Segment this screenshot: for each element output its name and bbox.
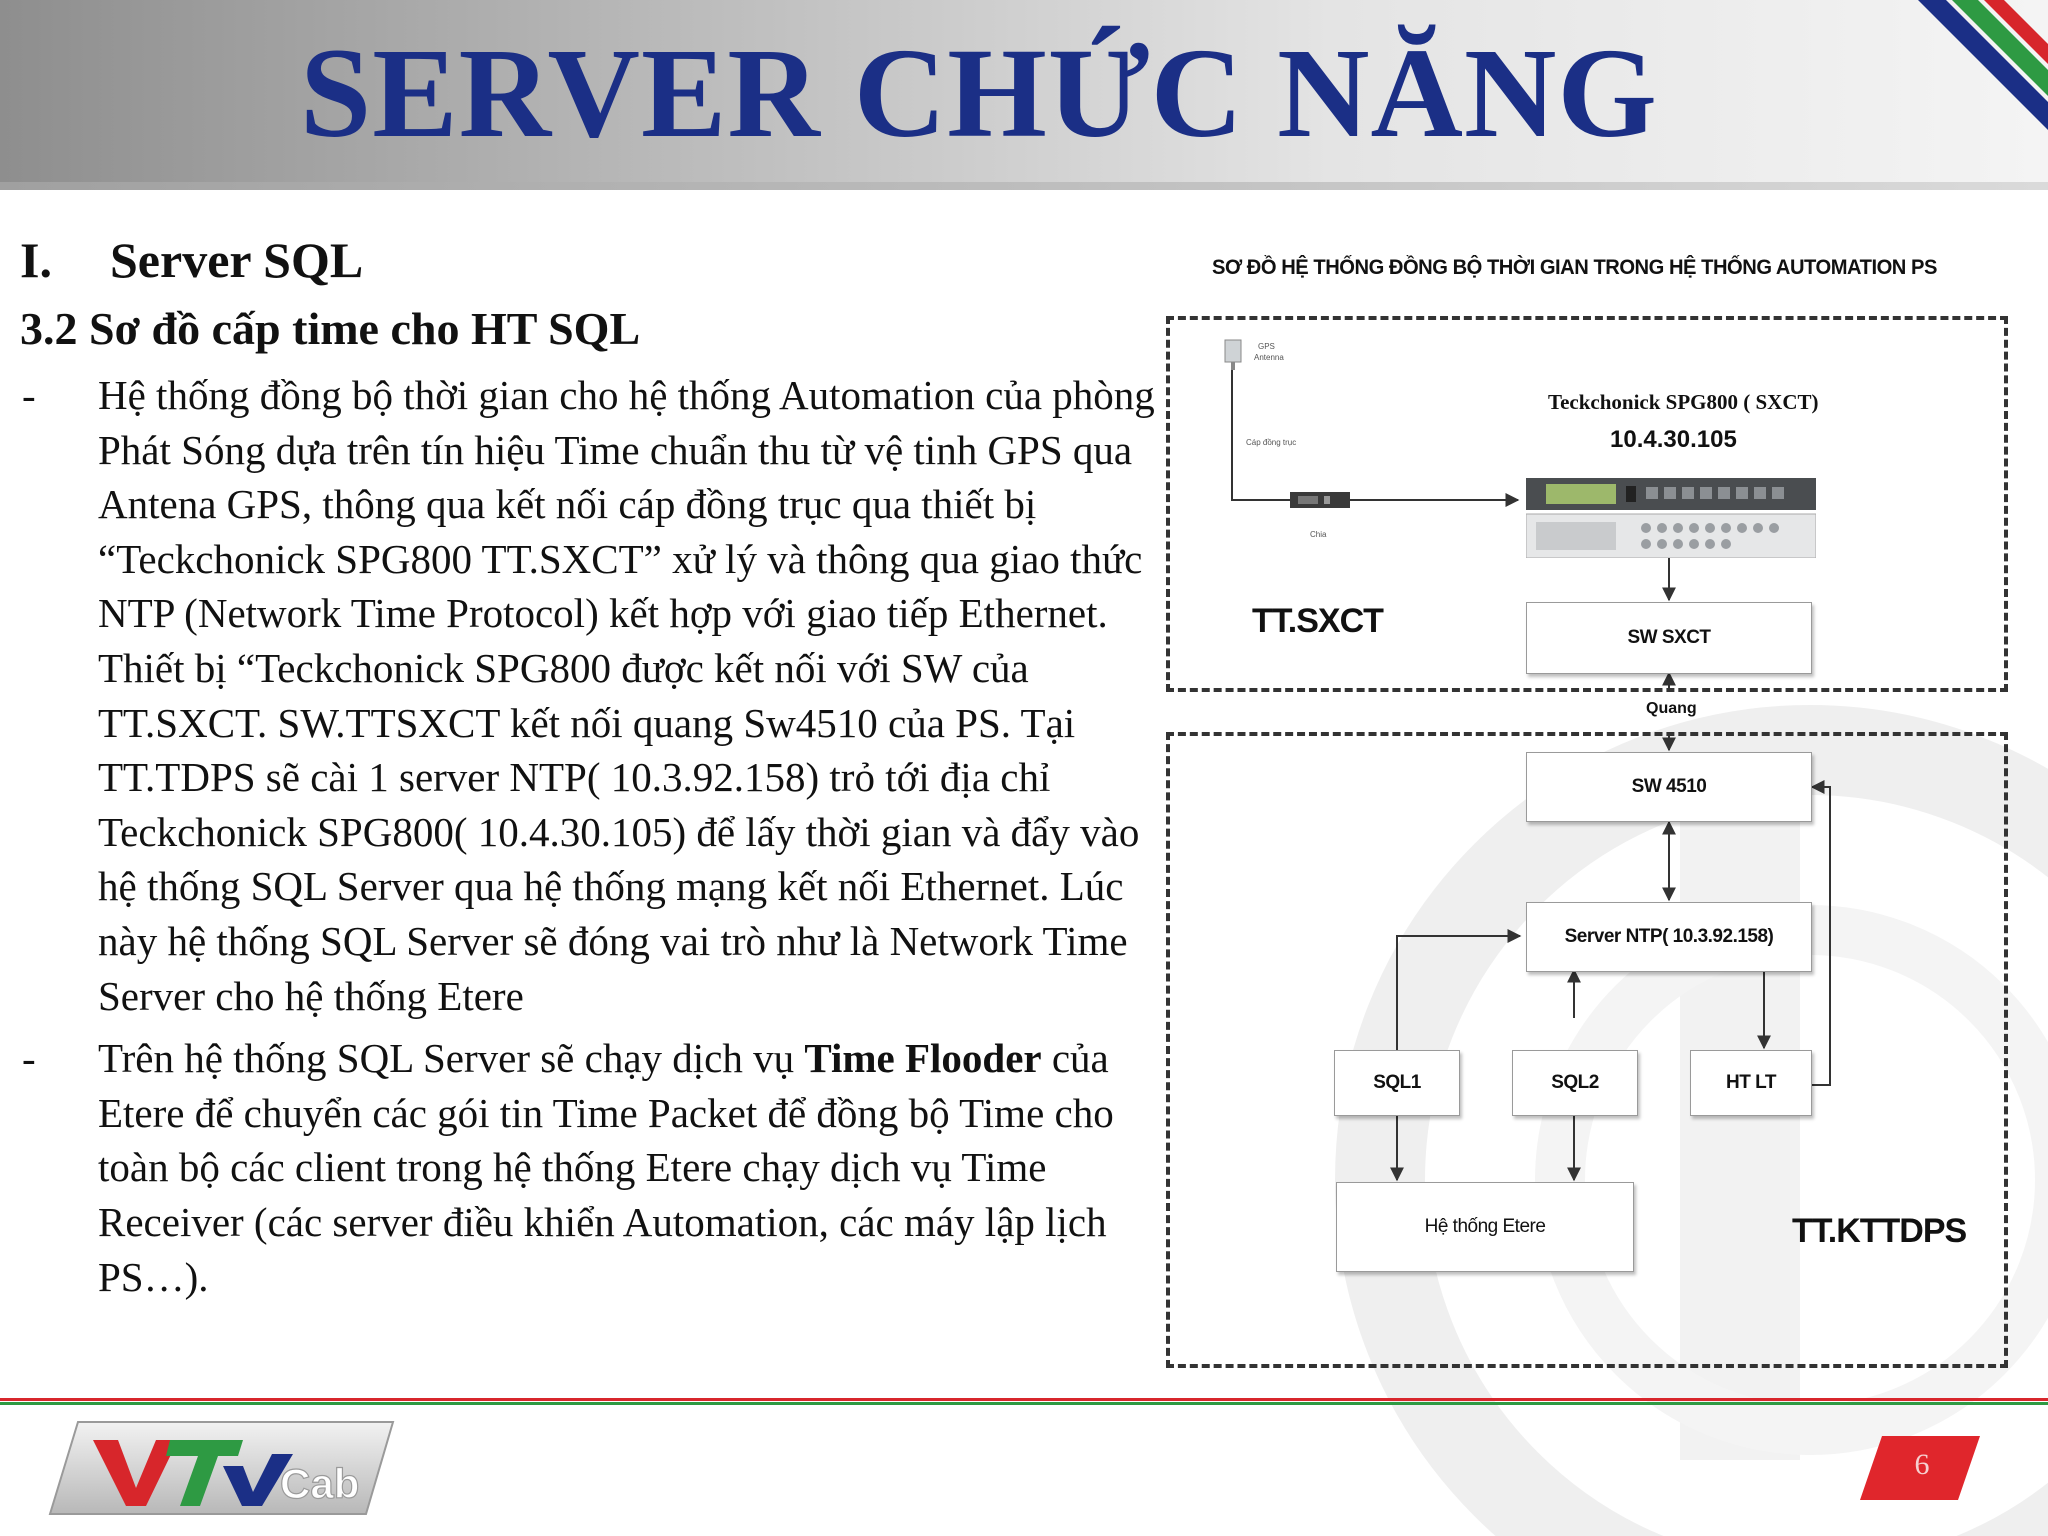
- zone-label-sxct: TT.SXCT: [1252, 602, 1384, 640]
- bullet-paragraph-2: - Trên hệ thống SQL Server sẽ chạy dịch …: [20, 1031, 1155, 1304]
- device-ip: 10.4.30.105: [1610, 426, 1737, 453]
- footer-divider: [0, 1398, 2048, 1405]
- logo-text: Cab: [280, 1460, 359, 1507]
- box-ht-lt: HT LT: [1690, 1050, 1812, 1116]
- section-heading: I. Server SQL: [20, 228, 1155, 292]
- spg800-device-icon: [1526, 478, 1816, 558]
- page-number-badge: [1860, 1436, 1980, 1500]
- zone-label-kttdps: TT.KTTDPS: [1792, 1212, 1967, 1250]
- cable-label: Cáp đồng trục: [1246, 438, 1297, 447]
- corner-stripes-decoration: [1918, 0, 2048, 130]
- gps-label: GPS: [1258, 342, 1275, 351]
- zone-kttdps: [1166, 732, 2008, 1368]
- box-sql1: SQL1: [1334, 1050, 1460, 1116]
- section-title: Server SQL: [110, 232, 364, 288]
- text-column: I. Server SQL 3.2 Sơ đồ cấp time cho HT S…: [20, 228, 1155, 1304]
- splitter-label: Chia: [1310, 530, 1327, 539]
- paragraph-1-text: Hệ thống đồng bộ thời gian cho hệ thống …: [98, 372, 1155, 1019]
- gps-label-2: Antenna: [1254, 353, 1284, 362]
- zone-sxct: [1166, 316, 2008, 692]
- device-name: Teckchonick SPG800 ( SXCT): [1548, 390, 1819, 414]
- box-server-ntp: Server NTP( 10.3.92.158): [1526, 902, 1812, 972]
- slide-title: SERVER CHỨC NĂNG: [300, 22, 1658, 164]
- vtvcab-logo: Cab: [48, 1421, 395, 1515]
- box-sw-4510: SW 4510: [1526, 752, 1812, 822]
- bullet-marker: -: [22, 372, 36, 418]
- diagram-title: SƠ ĐỒ HỆ THỐNG ĐỒNG BỘ THỜI GIAN TRONG H…: [1212, 256, 1937, 279]
- paragraph-2-text-a: Trên hệ thống SQL Server sẽ chạy dịch vụ: [98, 1035, 805, 1082]
- section-number: I.: [20, 232, 52, 288]
- subsection-heading: 3.2 Sơ đồ cấp time cho HT SQL: [20, 303, 641, 354]
- bullet-paragraph-1: - Hệ thống đồng bộ thời gian cho hệ thốn…: [20, 368, 1155, 1023]
- header-divider: [0, 182, 2048, 190]
- paragraph-2-bold: Time Flooder: [804, 1035, 1042, 1082]
- page-number: 6: [1914, 1448, 1930, 1481]
- box-etere: Hệ thống Etere: [1336, 1182, 1634, 1272]
- header-band: SERVER CHỨC NĂNG: [0, 0, 2048, 190]
- link-label-quang: Quang: [1646, 700, 1697, 717]
- bullet-marker: -: [22, 1035, 36, 1082]
- box-sql2: SQL2: [1512, 1050, 1638, 1116]
- time-sync-diagram: SƠ ĐỒ HỆ THỐNG ĐỒNG BỘ THỜI GIAN TRONG H…: [1160, 250, 2020, 1380]
- splitter-device-icon: [1290, 492, 1350, 508]
- paragraph-2-text-b: của Etere để chuyển các gói tin Time Pac…: [98, 1035, 1114, 1300]
- box-sw-sxct: SW SXCT: [1526, 602, 1812, 674]
- gps-antenna-icon: [1224, 339, 1242, 370]
